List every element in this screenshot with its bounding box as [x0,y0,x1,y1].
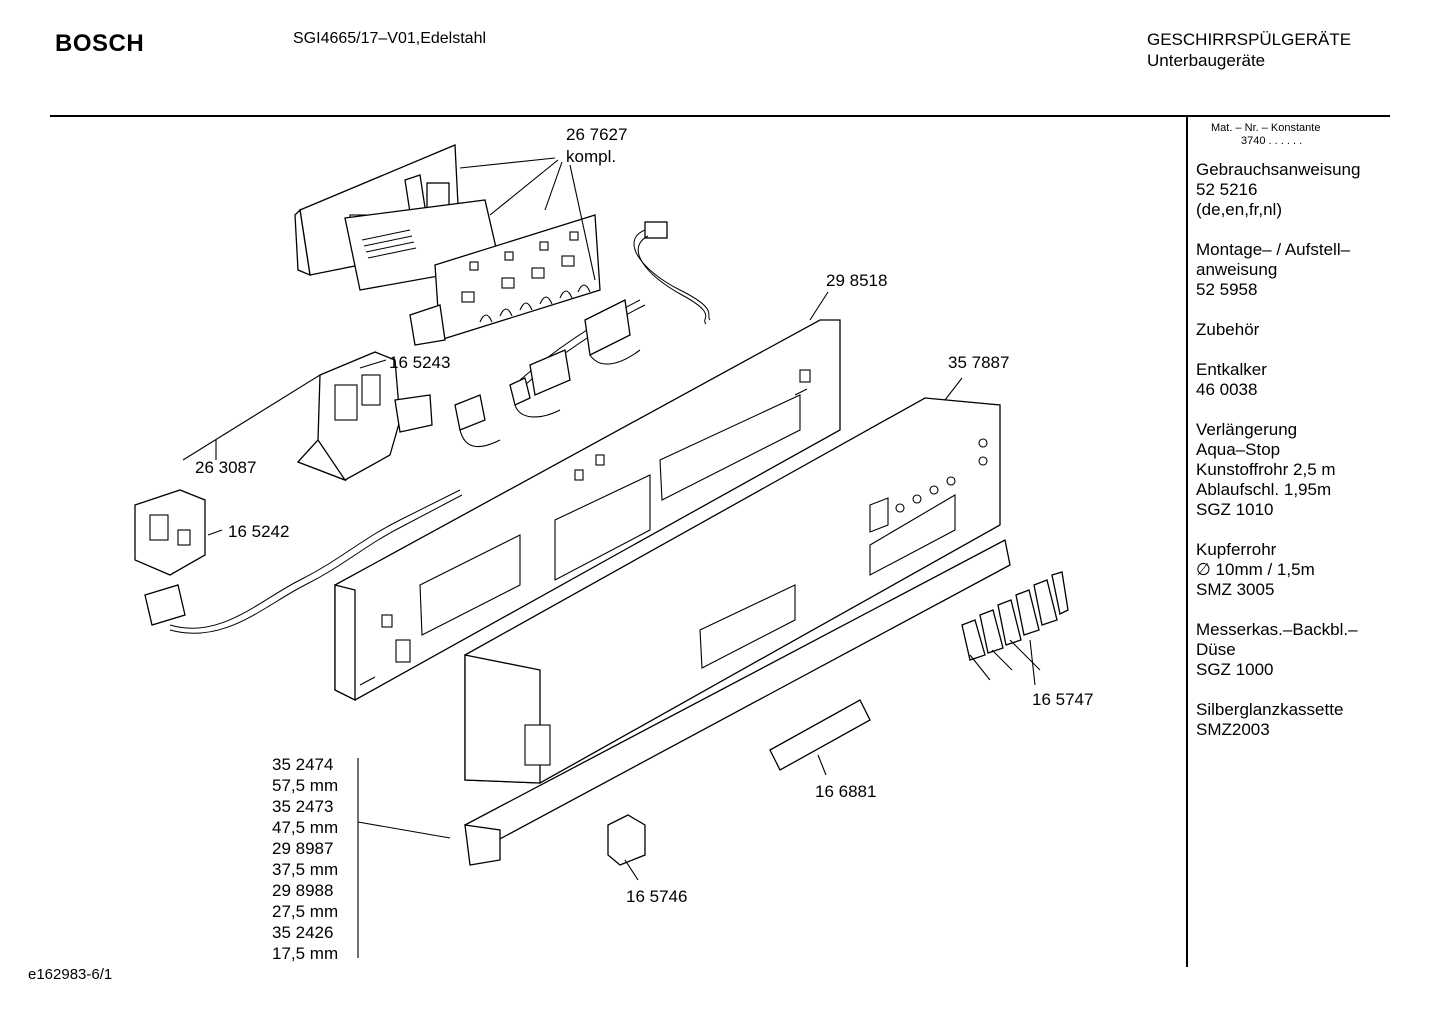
inner-panel-window-left [419,534,521,636]
cover-strip[interactable] [769,699,871,771]
sidebar-line: SMZ 3005 [1196,580,1275,599]
sidebar-constant: 3740 . . . . . . [1241,135,1303,147]
sidebar-line: Entkalker [1196,360,1267,379]
sidebar-line: Gebrauchsanweisung [1196,160,1361,179]
category-title: GESCHIRRSPÜLGERÄTE [1147,30,1352,49]
sidebar-line: Kunstoffrohr 2,5 m [1196,460,1336,479]
sidebar-line: 52 5216 [1196,180,1258,199]
trim-list-item: 27,5 mm [272,902,338,921]
front-panel-slot [524,724,551,766]
trim-list-item: 35 2473 [272,797,333,816]
trim-list-item: 35 2474 [272,755,333,774]
label-166881: 16 6881 [815,782,876,801]
switch-cable [144,489,463,634]
label-298518: 29 8518 [826,271,887,290]
switch-bracket[interactable] [296,351,433,482]
sidebar-line: Silberglanzkassette [1196,700,1344,719]
label-357887: 35 7887 [948,353,1009,372]
cover-strip-body [769,699,871,771]
button-strip-window [869,494,956,576]
trim-list-item: 57,5 mm [272,776,338,795]
leader-lines [182,157,1041,958]
label-165747: 16 5747 [1032,690,1093,709]
cable-plug [144,584,186,626]
category-subtitle: Unterbaugeräte [1147,51,1266,70]
harness-plug [644,221,668,239]
sidebar-line: 46 0038 [1196,380,1258,399]
sidebar-line: SMZ2003 [1196,720,1270,739]
sidebar-divider [1186,117,1188,967]
front-panel[interactable] [464,397,1001,784]
brand-logo: BOSCH [55,30,145,57]
control-module-assembly[interactable] [294,144,601,346]
small-block[interactable] [607,814,646,866]
trim-list-item: 35 2426 [272,923,333,942]
display-window [869,497,889,533]
trim-list-item: 17,5 mm [272,944,338,963]
sidebar-line: SGZ 1010 [1196,500,1274,519]
inner-panel-window-right [659,394,801,501]
sidebar-line: Aqua–Stop [1196,440,1281,459]
connector-blocks [454,299,641,448]
trim-list: 35 2474 57,5 mm 35 2473 47,5 mm 29 8987 … [272,755,338,963]
header-divider [50,115,1390,117]
trim-list-item: 29 8988 [272,881,333,900]
label-165243: 16 5243 [389,353,450,372]
exploded-parts-diagram: 26 7627 kompl. 29 8518 16 5243 35 7887 2… [134,125,1093,963]
label-165746: 16 5746 [626,887,687,906]
sidebar-line: (de,en,fr,nl) [1196,200,1282,219]
label-263087: 26 3087 [195,458,256,477]
sidebar-line: anweisung [1196,260,1278,279]
label-267627-note: kompl. [566,147,616,166]
sidebar-header: Mat. – Nr. – Konstante [1211,122,1321,134]
label-267627: 26 7627 [566,125,627,144]
sidebar-line: 52 5958 [1196,280,1258,299]
sidebar-line: ∅ 10mm / 1,5m [1196,560,1315,579]
trim-list-item: 29 8987 [272,839,333,858]
switch-body [134,489,206,576]
door-switch[interactable] [134,489,206,576]
trim-strip[interactable] [464,539,1011,866]
trim-list-item: 47,5 mm [272,818,338,837]
handle-recess [699,584,796,669]
sidebar-line: SGZ 1000 [1196,660,1274,679]
indicator-lights [895,438,988,513]
inner-control-panel[interactable] [334,319,841,702]
button-set[interactable] [961,571,1069,661]
sidebar-line: Ablaufschl. 1,95m [1196,480,1332,499]
inner-panel-window-mid [554,474,651,581]
sidebar-line: Düse [1196,640,1236,659]
small-block-body [607,814,646,866]
sidebar-line: Zubehör [1196,320,1260,339]
sidebar-line: Verlängerung [1196,420,1298,439]
sidebar-line: Montage– / Aufstell– [1196,240,1351,259]
sidebar-line: Kupferrohr [1196,540,1277,559]
trim-list-item: 37,5 mm [272,860,338,879]
sidebar-line: Messerkas.–Backbl.– [1196,620,1358,639]
accessories-sidebar: Mat. – Nr. – Konstante 3740 . . . . . . … [1196,122,1386,760]
sidebar-section: Zubehör [1196,320,1386,340]
drawing-id: e162983-6/1 [28,966,113,983]
model-number: SGI4665/17–V01,Edelstahl [293,30,487,47]
label-165242: 16 5242 [228,522,289,541]
